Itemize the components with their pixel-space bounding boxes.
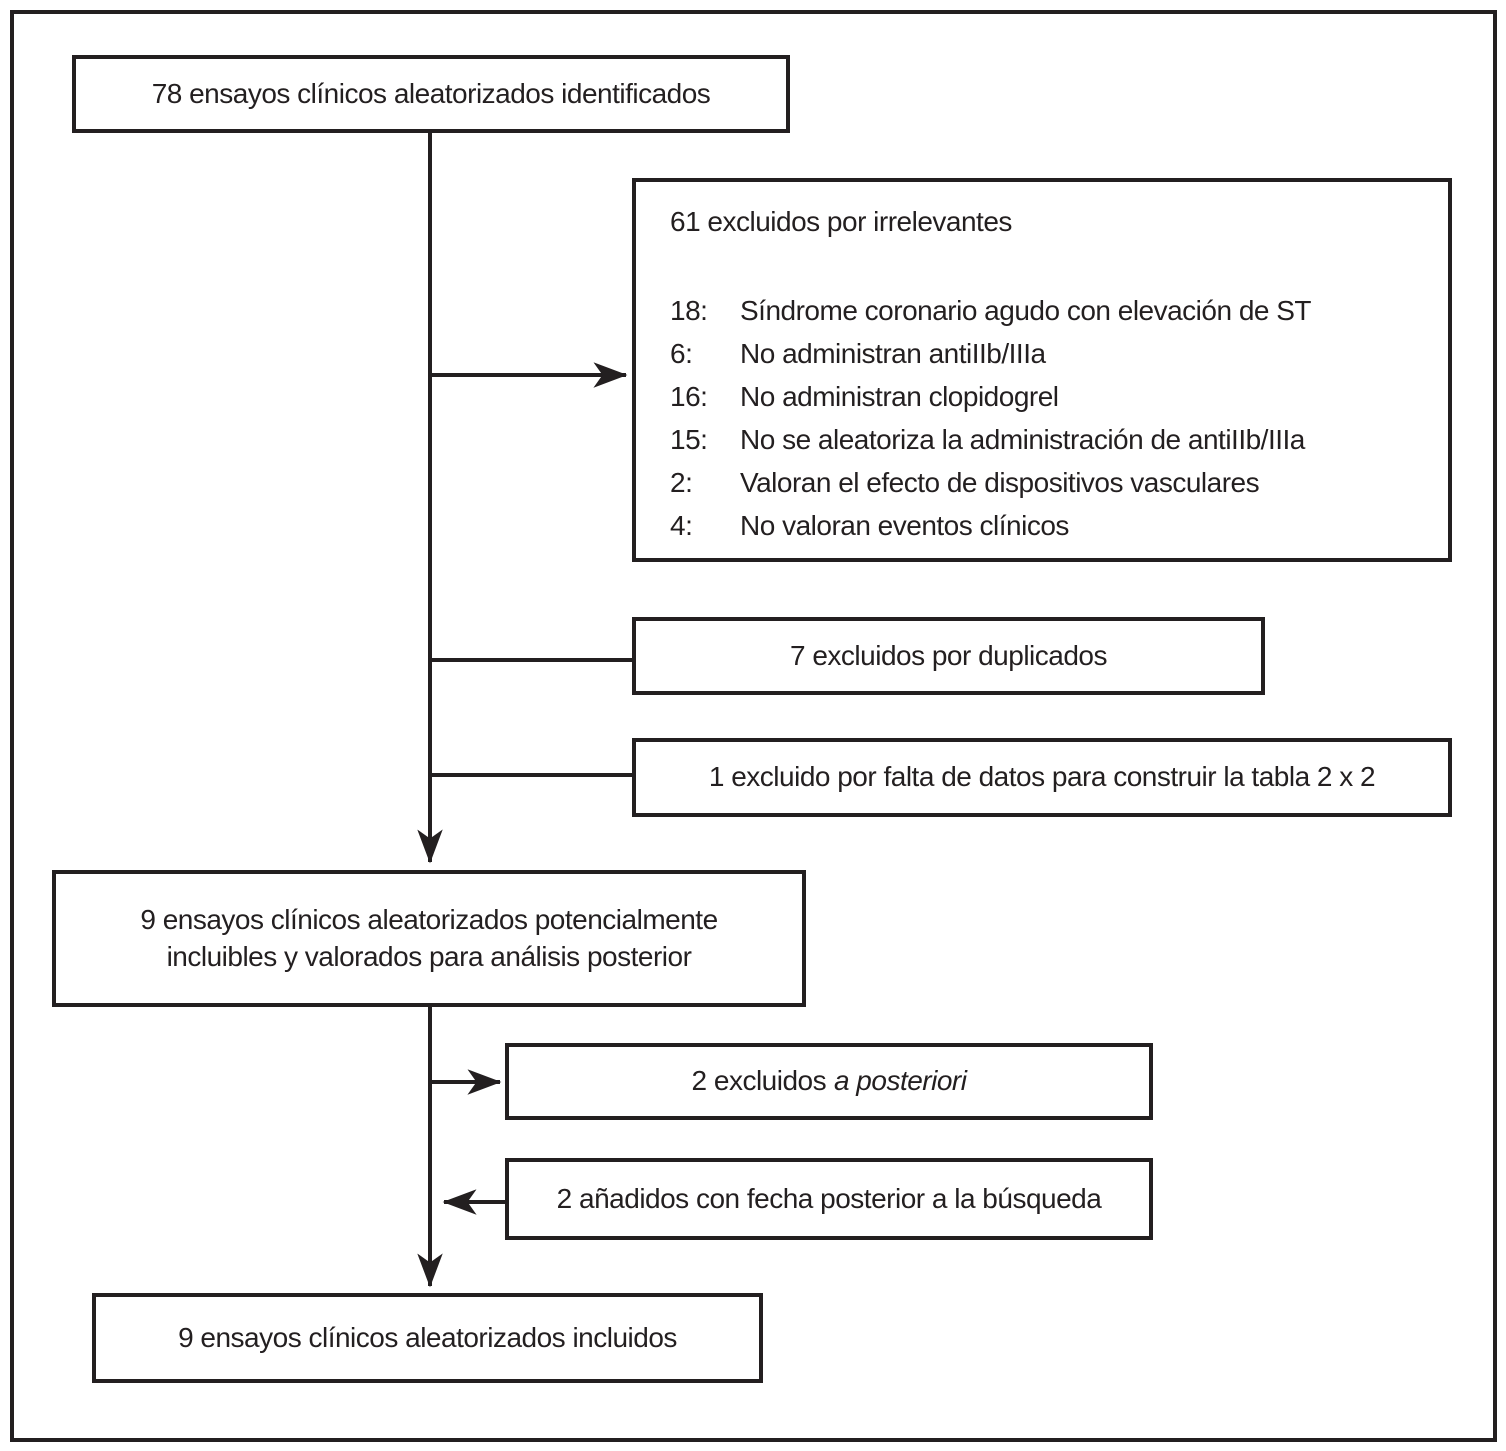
exclusion-item-count: 15: <box>670 423 708 455</box>
box-potentially-includable: 9 ensayos clínicos aleatorizados potenci… <box>52 870 806 1007</box>
box-included-label: 9 ensayos clínicos aleatorizados incluid… <box>178 1321 677 1353</box>
exclusion-body: 61 excluidos por irrelevantes 18: Síndro… <box>636 182 1448 547</box>
exclusion-header: 61 excluidos por irrelevantes <box>670 206 1012 237</box>
box-excluded-duplicates: 7 excluidos por duplicados <box>632 617 1265 695</box>
exclusion-list: 18: Síndrome coronario agudo con elevaci… <box>670 289 1430 547</box>
exclusion-item-reason: No se aleatoriza la administración de an… <box>740 423 1305 455</box>
box-potentially-includable-label: 9 ensayos clínicos aleatorizados potenci… <box>140 902 718 976</box>
box-included: 9 ensayos clínicos aleatorizados incluid… <box>92 1293 763 1383</box>
exclusion-item-count: 6: <box>670 337 693 369</box>
exclusion-item-reason: No administran clopidogrel <box>740 380 1059 412</box>
exclusion-item-count: 4: <box>670 509 693 541</box>
exclusion-item-reason: No administran antiIIb/IIIa <box>740 337 1046 369</box>
a-posteriori-italic: a posteriori <box>833 1065 967 1097</box>
a-posteriori-prefix: 2 excluidos <box>691 1065 827 1097</box>
exclusion-item-count: 18: <box>670 294 708 326</box>
box-excluded-irrelevant: 61 excluidos por irrelevantes 18: Síndro… <box>632 178 1452 562</box>
diagram-border <box>10 10 1497 1442</box>
exclusion-item-reason: No valoran eventos clínicos <box>740 509 1069 541</box>
exclusion-item-count: 2: <box>670 466 693 498</box>
box-added-after-search-label: 2 añadidos con fecha posterior a la búsq… <box>556 1182 1102 1214</box>
box-excluded-duplicates-label: 7 excluidos por duplicados <box>790 639 1107 671</box>
exclusion-item-reason: Síndrome coronario agudo con elevación d… <box>740 294 1312 326</box>
exclusion-item-reason: Valoran el efecto de dispositivos vascul… <box>740 466 1260 498</box>
potentially-includable-line2: incluibles y valorados para análisis pos… <box>166 940 692 972</box>
box-added-after-search: 2 añadidos con fecha posterior a la búsq… <box>505 1158 1153 1240</box>
box-identified: 78 ensayos clínicos aleatorizados identi… <box>72 55 790 133</box>
box-excluded-missing-data: 1 excluido por falta de datos para const… <box>632 738 1452 817</box>
exclusion-item-count: 16: <box>670 380 708 412</box>
box-excluded-missing-data-label: 1 excluido por falta de datos para const… <box>708 761 1376 793</box>
box-identified-label: 78 ensayos clínicos aleatorizados identi… <box>151 77 711 109</box>
potentially-includable-line1: 9 ensayos clínicos aleatorizados potenci… <box>140 903 718 935</box>
